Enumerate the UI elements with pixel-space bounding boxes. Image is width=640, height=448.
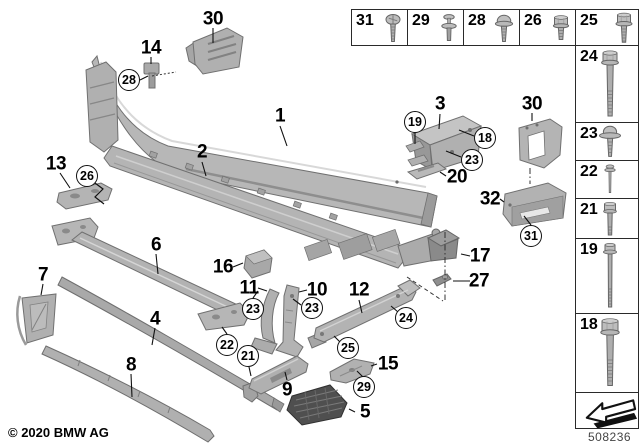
fastener-number: 25	[580, 12, 598, 29]
callout-13[interactable]: 13	[45, 153, 67, 175]
part-10-support-shape	[275, 284, 304, 358]
fastener-cell-26[interactable]: 26	[519, 9, 576, 46]
direction-arrow-cell	[575, 392, 639, 429]
callout-circled-21[interactable]: 21	[237, 345, 259, 367]
hex-flange-bolt-stout-icon	[600, 318, 620, 386]
part-2-absorber-shape	[85, 61, 453, 269]
fastener-number: 24	[580, 48, 598, 65]
hex-flange-bolt-long-icon	[601, 50, 619, 117]
fastener-number: 21	[580, 201, 598, 218]
callout-circled-31[interactable]: 31	[520, 225, 542, 247]
fastener-cell-18[interactable]: 18	[575, 313, 639, 393]
fastener-number: 26	[524, 12, 542, 29]
mounting-axis-lines	[151, 71, 531, 302]
callout-32[interactable]: 32	[479, 188, 501, 210]
callout-4[interactable]: 4	[149, 308, 161, 330]
callout-8[interactable]: 8	[125, 354, 137, 376]
callout-circled-23-b[interactable]: 23	[242, 298, 264, 320]
part-12-rail-shape	[307, 279, 421, 349]
copyright-notice: © 2020 BMW AG	[8, 425, 109, 440]
fastener-cell-21[interactable]: 21	[575, 198, 639, 239]
fastener-cell-29[interactable]: 29	[407, 9, 464, 46]
callout-6[interactable]: 6	[150, 234, 162, 256]
fastener-cell-23[interactable]: 23	[575, 122, 639, 161]
fastener-cell-25[interactable]: 25	[575, 9, 639, 46]
callout-circled-19[interactable]: 19	[404, 111, 426, 133]
expansion-rivet-icon	[441, 13, 457, 41]
part-30-right-shape	[518, 118, 563, 169]
hex-bolt-short-icon	[552, 14, 570, 40]
fastener-cell-24[interactable]: 24	[575, 45, 639, 123]
fastener-number: 19	[580, 241, 598, 258]
callout-7[interactable]: 7	[37, 264, 49, 286]
part-14-clip-shape	[143, 62, 160, 89]
callout-12[interactable]: 12	[348, 279, 370, 301]
callout-14[interactable]: 14	[140, 37, 162, 59]
callout-30-right[interactable]: 30	[521, 93, 543, 115]
callout-10[interactable]: 10	[306, 279, 328, 301]
fastener-cell-22[interactable]: 22	[575, 160, 639, 199]
fastener-number: 29	[412, 12, 430, 29]
callout-17[interactable]: 17	[469, 245, 491, 267]
part-11-support-shape	[250, 288, 280, 355]
large-washer-screw-icon	[599, 125, 622, 157]
push-pin-icon	[604, 163, 616, 193]
diagram-number: 508236	[588, 430, 632, 444]
callout-9[interactable]: 9	[281, 379, 293, 401]
callout-30-left[interactable]: 30	[202, 8, 224, 30]
callout-16[interactable]: 16	[212, 256, 234, 278]
fastener-cell-19[interactable]: 19	[575, 238, 639, 314]
callout-circled-22[interactable]: 22	[216, 334, 238, 356]
callout-circled-29[interactable]: 29	[353, 376, 375, 398]
fastener-number: 28	[468, 12, 486, 29]
travel-direction-arrow-icon	[585, 398, 638, 428]
callout-15[interactable]: 15	[377, 353, 399, 375]
part-32-bracket-shape	[502, 182, 567, 227]
hex-flange-bolt-icon	[615, 12, 633, 43]
callout-5[interactable]: 5	[359, 401, 371, 423]
callout-1[interactable]: 1	[274, 105, 286, 127]
fastener-cell-28[interactable]: 28	[463, 9, 520, 46]
callout-circled-24[interactable]: 24	[395, 307, 417, 329]
hex-bolt-extra-long-icon	[603, 243, 618, 308]
leader-lines	[40, 28, 533, 413]
callout-circled-26[interactable]: 26	[76, 165, 98, 187]
hex-bolt-icon	[603, 201, 617, 235]
callout-circled-18[interactable]: 18	[474, 127, 496, 149]
callout-20[interactable]: 20	[446, 166, 468, 188]
callout-circled-25[interactable]: 25	[337, 337, 359, 359]
part-6-rail-shape	[51, 217, 251, 331]
part-20-plate-shape	[406, 162, 448, 180]
callout-circled-23-a[interactable]: 23	[461, 149, 483, 171]
part-16-box-shape	[243, 249, 273, 279]
part-15-plate-shape	[329, 358, 375, 384]
fastener-number: 23	[580, 125, 598, 142]
part-30-left-shape	[185, 27, 244, 75]
fastener-cell-31[interactable]: 31	[351, 9, 408, 46]
washer-head-screw-icon	[494, 14, 514, 42]
callout-circled-23-c[interactable]: 23	[301, 297, 323, 319]
callout-2[interactable]: 2	[196, 141, 208, 163]
callout-11[interactable]: 11	[239, 277, 259, 299]
fastener-number: 31	[356, 12, 374, 29]
part-27-clip-shape	[432, 273, 452, 287]
fastener-number: 22	[580, 163, 598, 180]
fastener-number: 18	[580, 316, 598, 333]
callout-circled-28[interactable]: 28	[118, 69, 140, 91]
callout-27[interactable]: 27	[468, 270, 490, 292]
part-9-bracket-shape	[242, 355, 309, 403]
part-13-bracket-shape	[56, 182, 113, 210]
part-4-strip-shape	[57, 276, 285, 413]
part-5-absorber-shape	[286, 384, 348, 426]
pan-head-screw-icon	[385, 13, 401, 42]
part-17-bracket-shape	[426, 228, 461, 262]
callout-3[interactable]: 3	[434, 93, 446, 115]
part-8-strip-shape	[41, 345, 215, 443]
part-7-bracket-shape	[16, 293, 57, 346]
